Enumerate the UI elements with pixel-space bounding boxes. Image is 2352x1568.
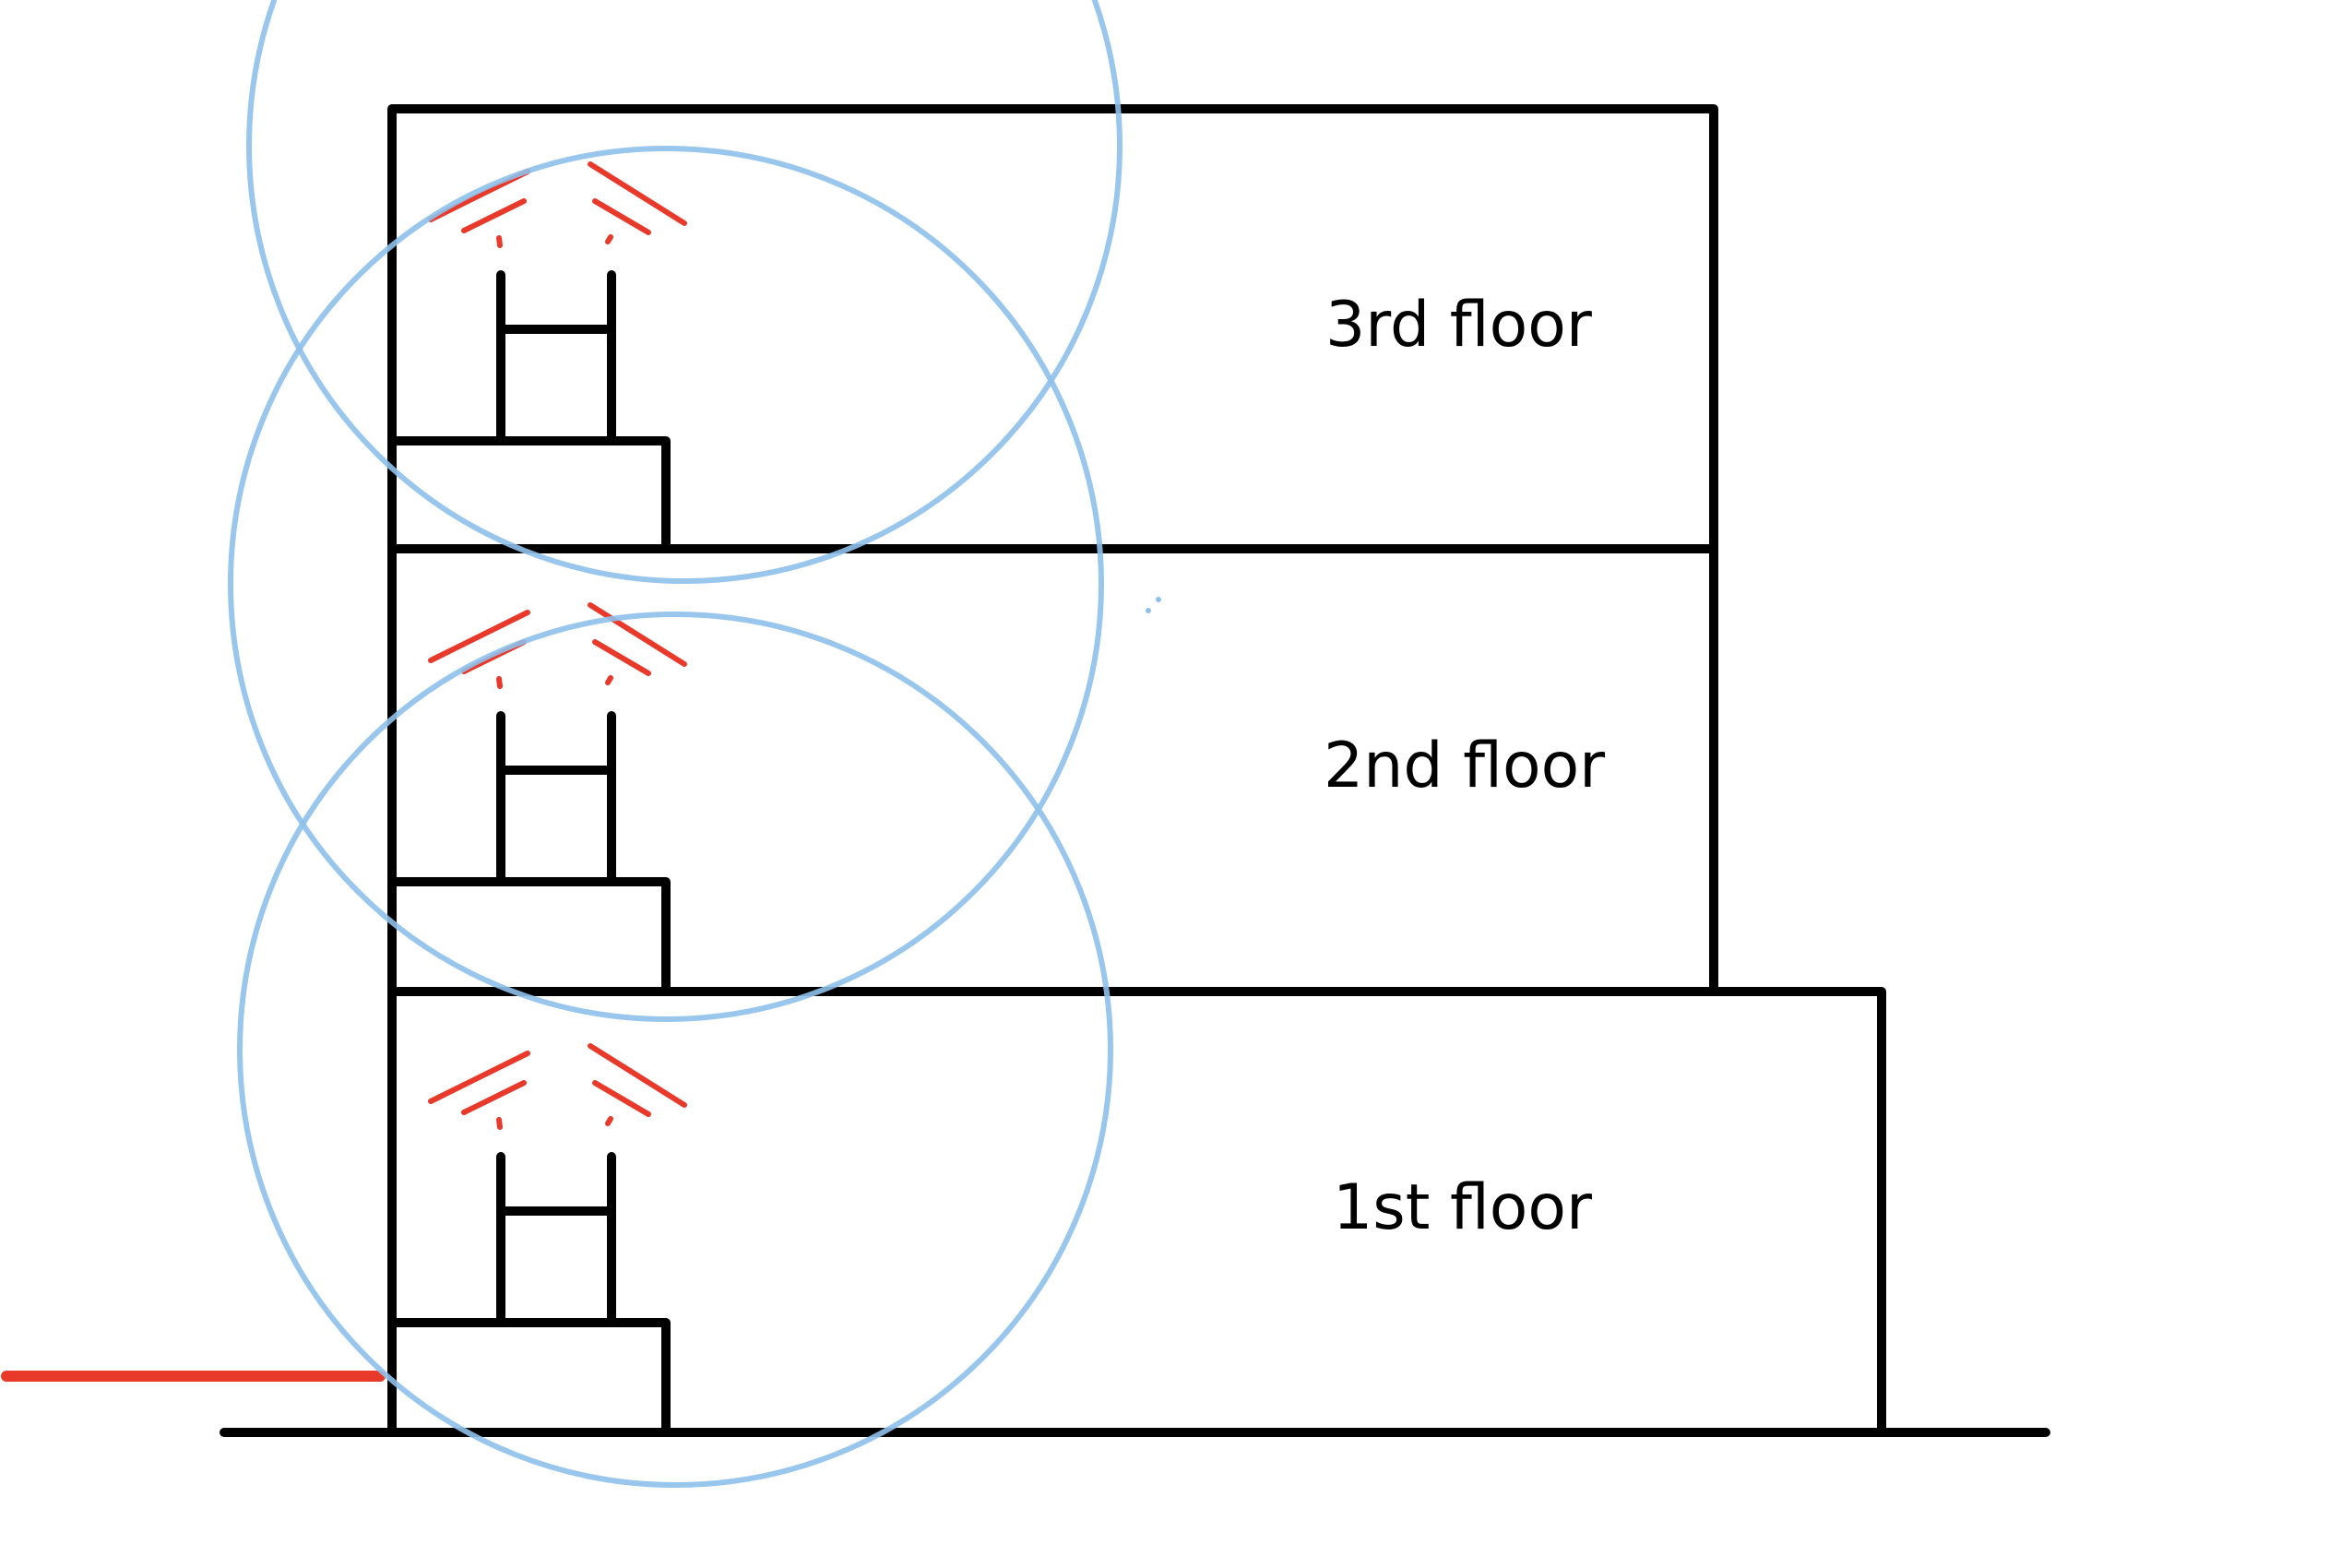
floor-label-3: 3rd floor xyxy=(1325,289,1592,362)
wifi-access-point-icon xyxy=(387,711,671,992)
stray-dot xyxy=(1156,597,1161,602)
coverage-circle-floor-2 xyxy=(228,146,1104,1022)
building-outline xyxy=(220,104,2050,1437)
access-point-floor-3 xyxy=(387,161,687,551)
stray-dot xyxy=(1146,608,1151,613)
wifi-signal-icon xyxy=(428,1043,687,1130)
coverage-circle-floor-3 xyxy=(246,0,1123,584)
access-point-floor-1 xyxy=(387,1043,687,1432)
floor-divider-2-1 xyxy=(387,987,1886,1432)
stray-marks xyxy=(1146,597,1161,613)
coverage-areas xyxy=(228,0,1123,1488)
wifi-access-point-icon xyxy=(387,270,671,551)
coverage-circle-floor-1 xyxy=(237,612,1113,1488)
floor-label-1: 1st floor xyxy=(1333,1171,1592,1244)
floor-label-2: 2nd floor xyxy=(1324,730,1605,802)
wifi-access-point-icon xyxy=(387,1152,671,1432)
wifi-signal-icon xyxy=(428,161,687,248)
access-point-floor-2 xyxy=(387,602,687,992)
